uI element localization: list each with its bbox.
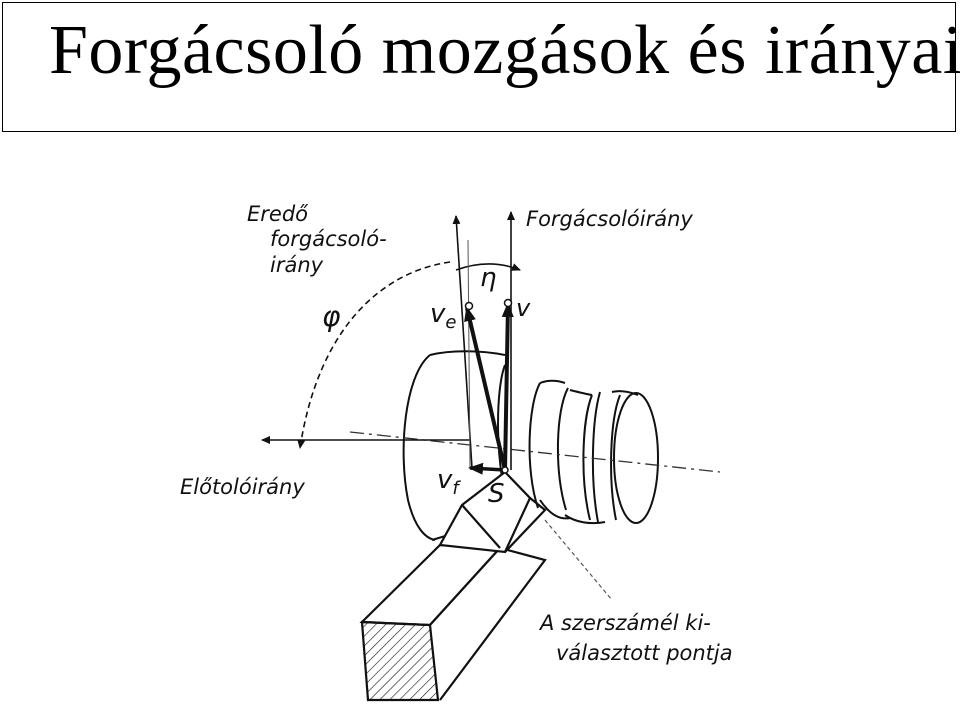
v-label: v (516, 294, 531, 322)
resultant-direction-label-2: forgácsoló- (270, 227, 387, 251)
tool-point-leader (544, 519, 613, 601)
tool-point-label-2: választott pontja (556, 641, 733, 665)
tool-point-label-1: A szerszámél ki- (538, 611, 711, 635)
feed-direction-label: Előtolóirány (180, 475, 305, 499)
direction-lines (261, 211, 521, 470)
page-title: Forgácsoló mozgások és irányaik (49, 12, 960, 89)
workpiece-axis (349, 431, 721, 473)
resultant-direction-label-1: Eredő (247, 202, 309, 226)
s-point-label: S (488, 479, 505, 509)
resultant-direction-label-3: irány (270, 253, 324, 277)
eta-label: η (480, 263, 496, 293)
vector-tip-points (464, 298, 513, 474)
ve-label: ve (430, 299, 456, 333)
workpiece (402, 350, 659, 541)
velocity-vectors (464, 302, 514, 475)
vf-label: vf (437, 465, 461, 499)
phi-label: φ (322, 300, 341, 333)
cutting-tool (359, 470, 547, 702)
title-box: Forgácsoló mozgások és irányaik (2, 2, 960, 132)
cutting-direction-label: Forgácsolóirány (526, 207, 693, 231)
